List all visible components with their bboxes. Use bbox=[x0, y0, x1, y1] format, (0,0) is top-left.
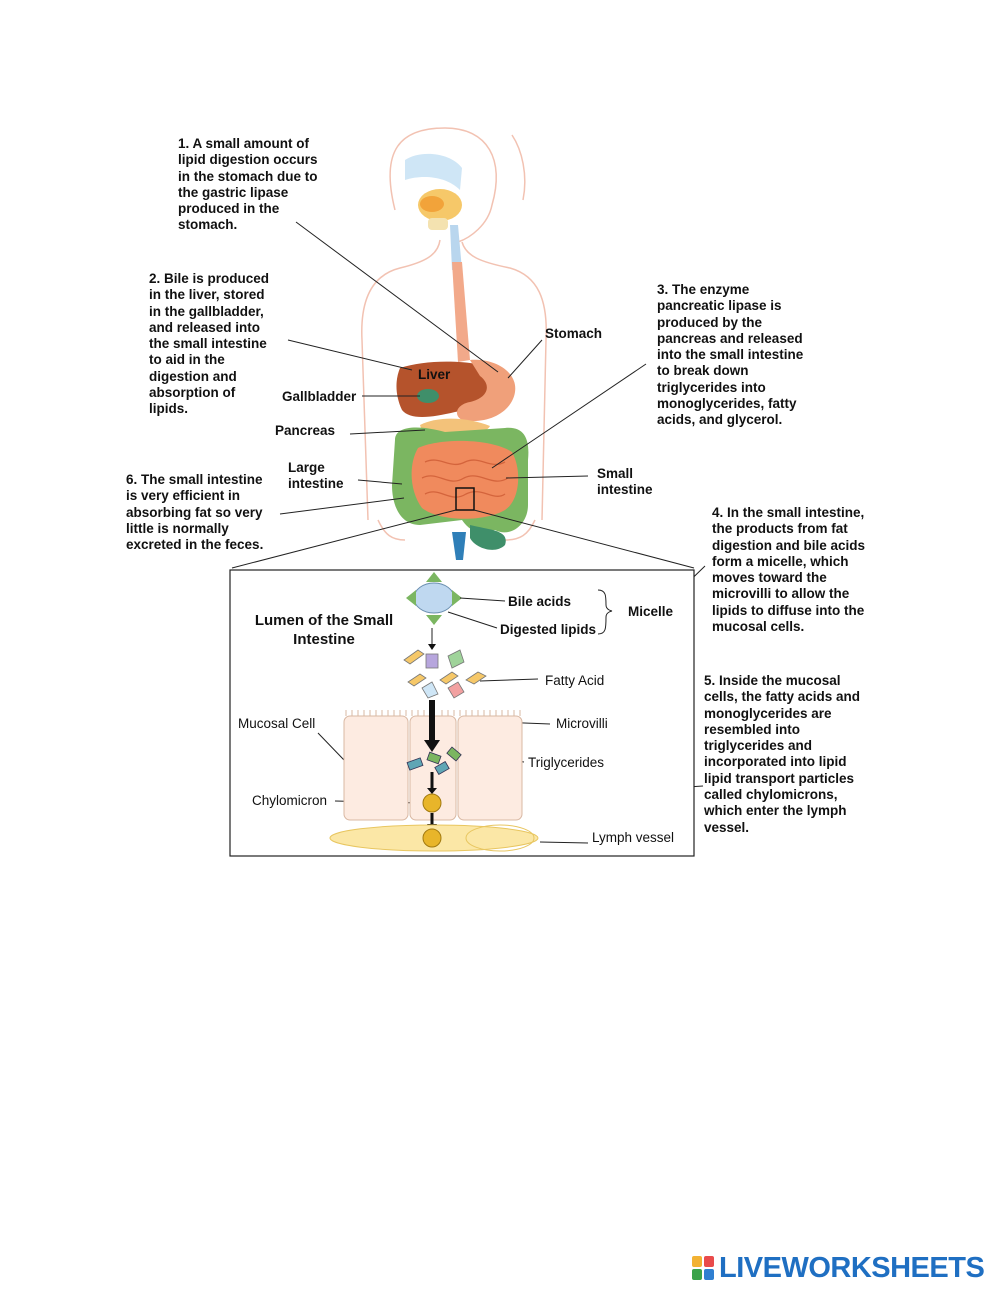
esophagus bbox=[452, 262, 470, 362]
label-large-intestine: Large intestine bbox=[288, 460, 344, 491]
zoom-box bbox=[455, 487, 475, 511]
label-pancreas: Pancreas bbox=[275, 423, 336, 438]
label-digested-lipids: Digested lipids bbox=[500, 622, 597, 637]
label-chylomicron: Chylomicron bbox=[252, 793, 328, 808]
chylomicron-in-lymph bbox=[422, 828, 442, 848]
small-intestine-coils bbox=[421, 459, 509, 498]
rectum-shape bbox=[470, 525, 506, 550]
gallbladder-shape bbox=[417, 389, 439, 403]
label-gallbladder: Gallbladder bbox=[282, 389, 357, 404]
note-6-efficiency: 6. The small intestine is very efficient… bbox=[126, 472, 264, 553]
micelle-shape bbox=[406, 572, 462, 625]
note-5-chylomicrons: 5. Inside the mucosal cells, the fatty a… bbox=[704, 673, 861, 835]
triglyceride-shapes bbox=[406, 746, 462, 776]
brand-name: LIVEWORKSHEETS bbox=[719, 1252, 985, 1284]
label-micelle: Micelle bbox=[628, 604, 674, 619]
brand-grid-icon bbox=[692, 1256, 714, 1280]
absorption-arrow-head bbox=[424, 740, 440, 752]
arrow-head-chylo bbox=[427, 788, 437, 794]
microvilli-brush bbox=[345, 710, 521, 716]
label-mucosal-cell: Mucosal Cell bbox=[238, 716, 316, 731]
brand-logo: LIVEWORKSHEETS bbox=[692, 1252, 985, 1284]
note-4-micelle: 4. In the small intestine, the products … bbox=[712, 505, 866, 635]
label-lymph-vessel: Lymph vessel bbox=[592, 830, 675, 845]
label-microvilli: Microvilli bbox=[556, 716, 608, 731]
note-3-pancreatic-lipase: 3. The enzyme pancreatic lipase is produ… bbox=[657, 282, 804, 428]
label-small-intestine: Small intestine bbox=[597, 466, 653, 497]
label-triglycerides: Triglycerides bbox=[528, 755, 605, 770]
label-stomach: Stomach bbox=[545, 326, 603, 341]
inset-title: Lumen of the Small Intestine bbox=[254, 612, 394, 648]
anal-canal bbox=[452, 532, 466, 560]
label-liver: Liver bbox=[418, 367, 451, 382]
lipid-fragments bbox=[403, 649, 487, 699]
arrow-head-small bbox=[428, 644, 436, 650]
stomach-shape bbox=[456, 359, 516, 422]
note-1-stomach-lipase: 1. A small amount of lipid digestion occ… bbox=[178, 136, 318, 233]
body-outline bbox=[361, 127, 547, 541]
label-fatty-acid: Fatty Acid bbox=[545, 673, 605, 688]
mucosal-cells bbox=[343, 715, 523, 821]
note-2-bile: 2. Bile is produced in the liver, stored… bbox=[149, 271, 270, 417]
label-bile-acids: Bile acids bbox=[508, 594, 572, 609]
head-features bbox=[405, 153, 462, 270]
absorption-arrow-shaft bbox=[429, 700, 435, 740]
chylomicron-dot bbox=[422, 793, 442, 813]
lymph-vessel-overlap bbox=[465, 824, 535, 852]
